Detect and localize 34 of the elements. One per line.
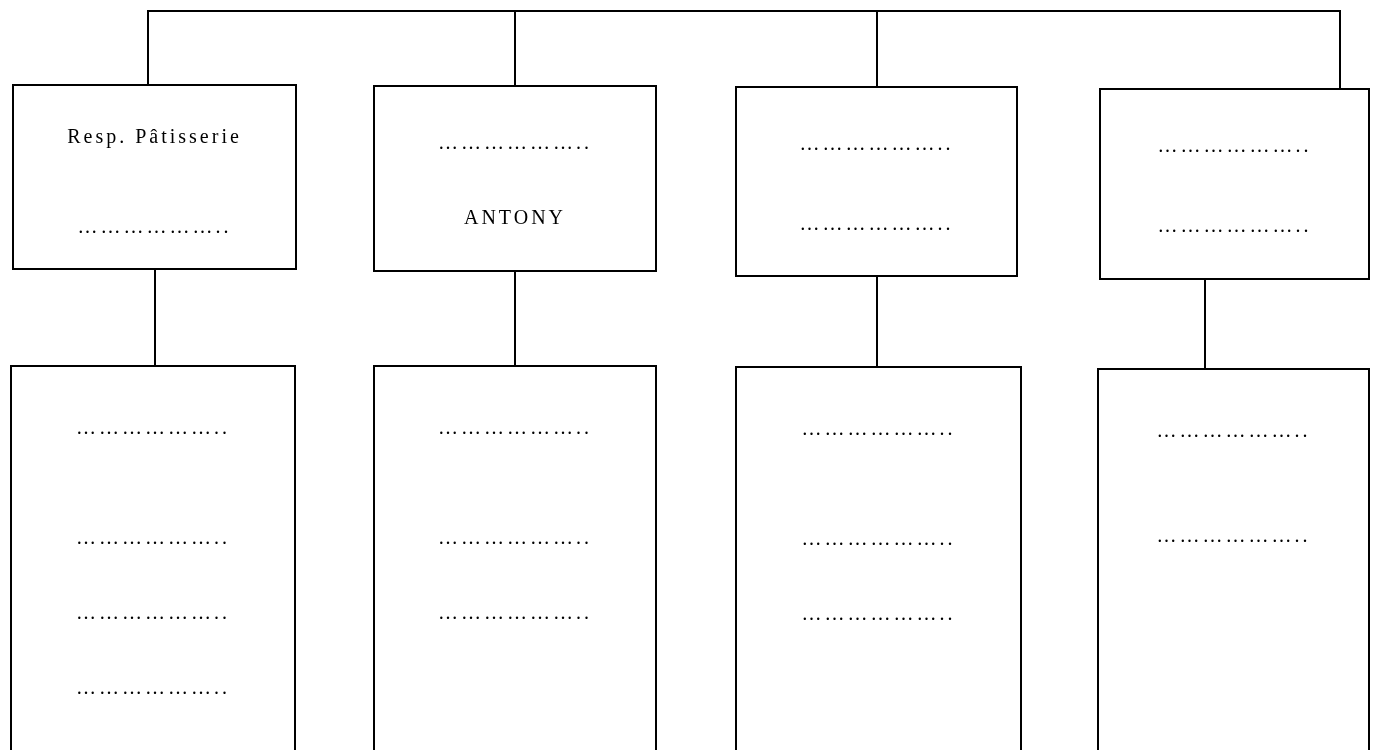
- box-text: ………………..: [1157, 133, 1312, 157]
- box-text: ………………..: [77, 214, 232, 238]
- box-text: ………………..: [1156, 523, 1311, 547]
- connector-line: [876, 276, 878, 367]
- connector-line: [1204, 279, 1206, 369]
- connector-line: [514, 271, 516, 366]
- box-text: ………………..: [438, 415, 592, 439]
- box-text: ………………..: [76, 415, 230, 439]
- box-text: ………………..: [76, 675, 230, 699]
- org-box: [1099, 88, 1370, 280]
- box-text: ………………..: [438, 130, 592, 154]
- org-box: [373, 85, 657, 272]
- connector-line: [154, 269, 156, 366]
- org-box: [12, 84, 297, 270]
- org-box: [373, 365, 657, 750]
- box-text: ………………..: [801, 416, 956, 440]
- connector-line: [147, 10, 516, 86]
- box-text: ………………..: [799, 131, 954, 155]
- box-text: ………………..: [76, 600, 230, 624]
- org-box: [10, 365, 296, 750]
- box-text: ………………..: [438, 525, 592, 549]
- box-text: ………………..: [801, 601, 956, 625]
- org-box: [1097, 368, 1370, 750]
- box-text: Resp. Pâtisserie: [67, 124, 242, 148]
- connector-line: [876, 10, 1341, 89]
- box-text: ………………..: [799, 211, 954, 235]
- box-text: ………………..: [1157, 213, 1312, 237]
- box-text: ………………..: [1156, 418, 1311, 442]
- org-box: [735, 366, 1022, 750]
- box-text: ………………..: [801, 526, 956, 550]
- org-box: [735, 86, 1018, 277]
- box-text: ………………..: [438, 600, 592, 624]
- box-text: ANTONY: [463, 205, 567, 229]
- box-text: ………………..: [76, 525, 230, 549]
